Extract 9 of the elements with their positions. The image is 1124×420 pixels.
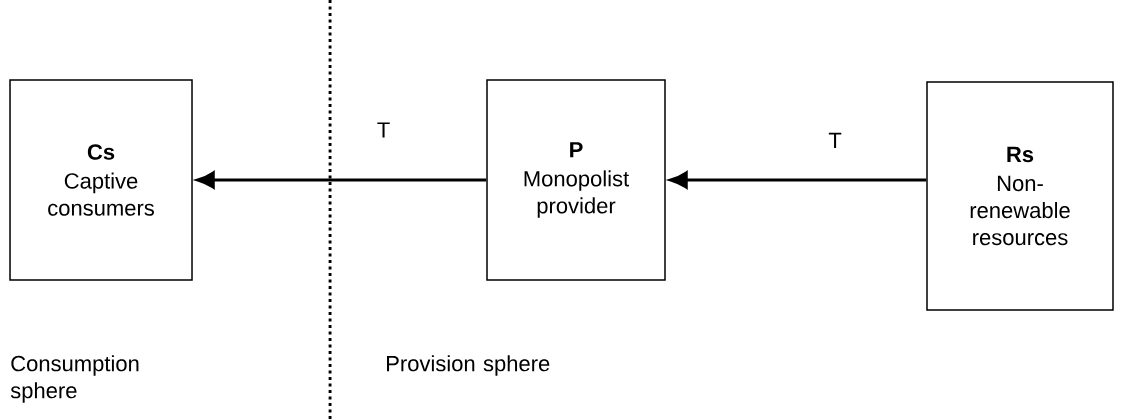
region-label: Provision sphere	[387, 355, 550, 376]
arrow	[196, 171, 487, 189]
entity-box: Cs Captive consumers	[9, 79, 193, 281]
region-label: Consumption sphere	[10, 355, 139, 403]
edge-label: T	[826, 130, 844, 150]
entity-box: Rs Non-renewable resources	[926, 81, 1114, 311]
entity-box: P Monopolist provider	[486, 79, 666, 281]
edge-label: T	[374, 120, 393, 140]
arrow	[669, 171, 927, 189]
